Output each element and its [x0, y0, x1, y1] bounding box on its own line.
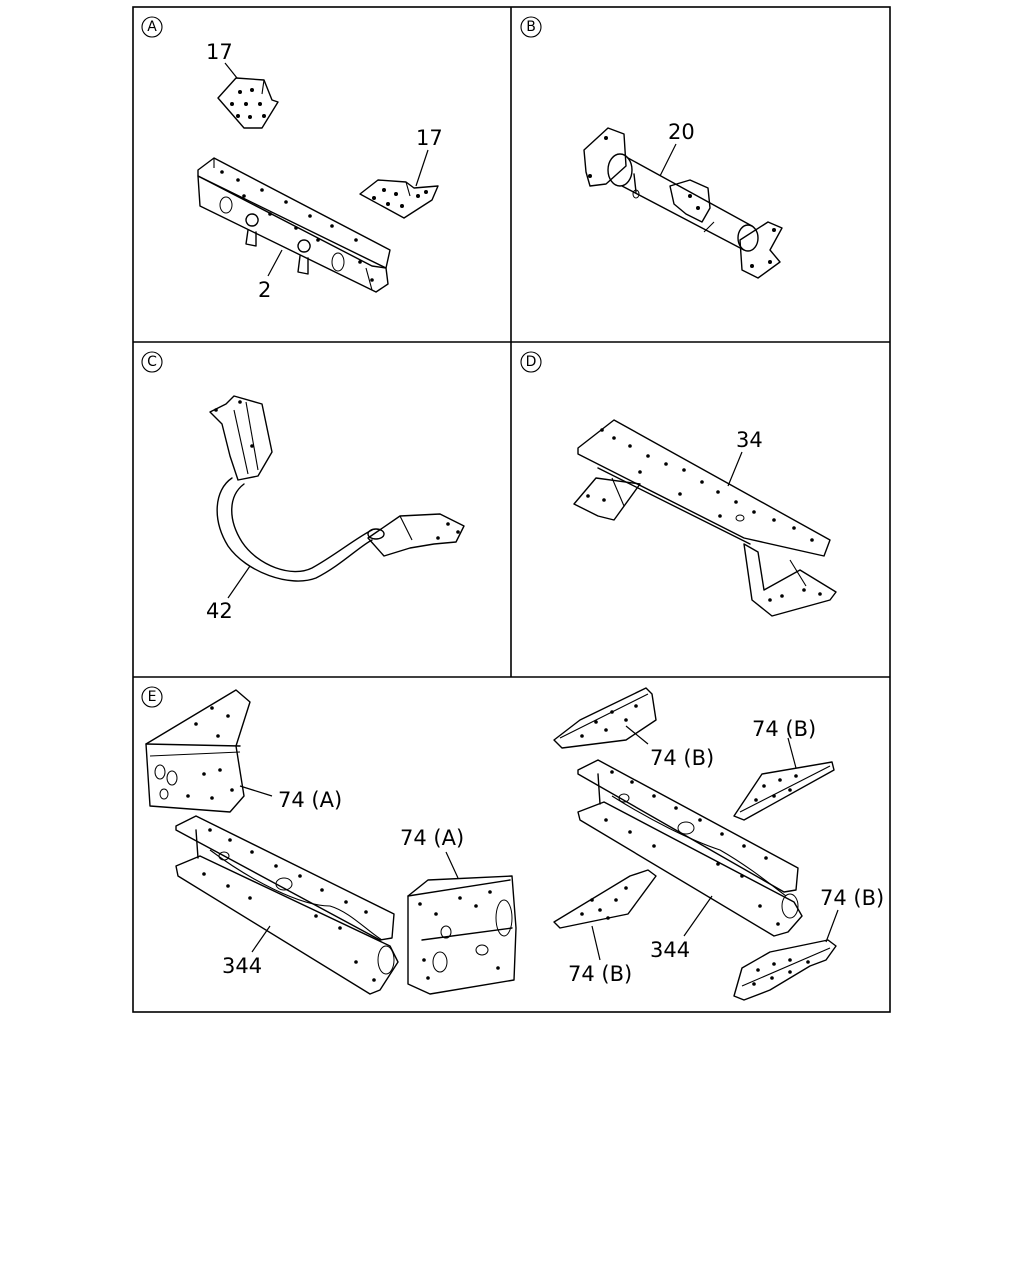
- panel-b-letter-circle: [520, 16, 542, 38]
- panel-a-letter-circle: [141, 16, 163, 38]
- bracket-74a-upper-left: [145, 689, 251, 813]
- panel-b-letter: B: [526, 19, 536, 35]
- panel-e-letter: E: [148, 689, 157, 705]
- panel-a-letter: A: [147, 19, 157, 35]
- crossmember-344-left: [175, 815, 399, 995]
- callout-74a-lower-right: 74 (A): [400, 826, 464, 850]
- callout-17-upper: 17: [206, 40, 233, 64]
- panel-b: B 20: [520, 16, 783, 279]
- callout-74b-bottom-right: 74 (B): [820, 886, 884, 910]
- panel-c-letter-circle: [141, 351, 163, 373]
- panel-grid: [132, 6, 891, 1013]
- panel-a: A 17 17: [141, 16, 443, 302]
- plate-74b-bottom-right: [733, 939, 837, 1001]
- callout-34: 34: [736, 428, 763, 452]
- callout-2: 2: [258, 278, 271, 302]
- panel-c: C 42: [141, 351, 465, 623]
- plate-74b-top-left: [553, 687, 657, 749]
- callout-74b-top-left: 74 (B): [650, 746, 714, 770]
- panel-d-letter-circle: [520, 351, 542, 373]
- callout-344-left: 344: [222, 954, 262, 978]
- callout-74b-top-right: 74 (B): [752, 717, 816, 741]
- bracket-17-right: [359, 179, 439, 219]
- panel-c-letter: C: [147, 354, 157, 370]
- bracket-17-upper: [217, 77, 279, 129]
- plate-74b-bottom-left: [553, 869, 657, 929]
- panel-e-letter-circle: [141, 686, 163, 708]
- callout-74b-bottom-left: 74 (B): [568, 962, 632, 986]
- plate-74b-top-right: [733, 761, 835, 821]
- exhaust-pipe-42: [209, 395, 465, 582]
- callout-42: 42: [206, 599, 233, 623]
- panel-d-letter: D: [526, 354, 537, 370]
- crossmember-344-right: [577, 759, 803, 937]
- crossmember-34: [573, 419, 837, 617]
- callout-17-right: 17: [416, 126, 443, 150]
- panel-e: E 74 (A): [141, 686, 884, 1001]
- callout-20: 20: [668, 120, 695, 144]
- panel-d: D 34: [520, 351, 837, 617]
- callout-344-right: 344: [650, 938, 690, 962]
- callout-74a-upper-left: 74 (A): [278, 788, 342, 812]
- bracket-74a-lower-right: [407, 875, 517, 995]
- crossmember-20: [583, 127, 783, 279]
- crossmember-2: [197, 157, 391, 293]
